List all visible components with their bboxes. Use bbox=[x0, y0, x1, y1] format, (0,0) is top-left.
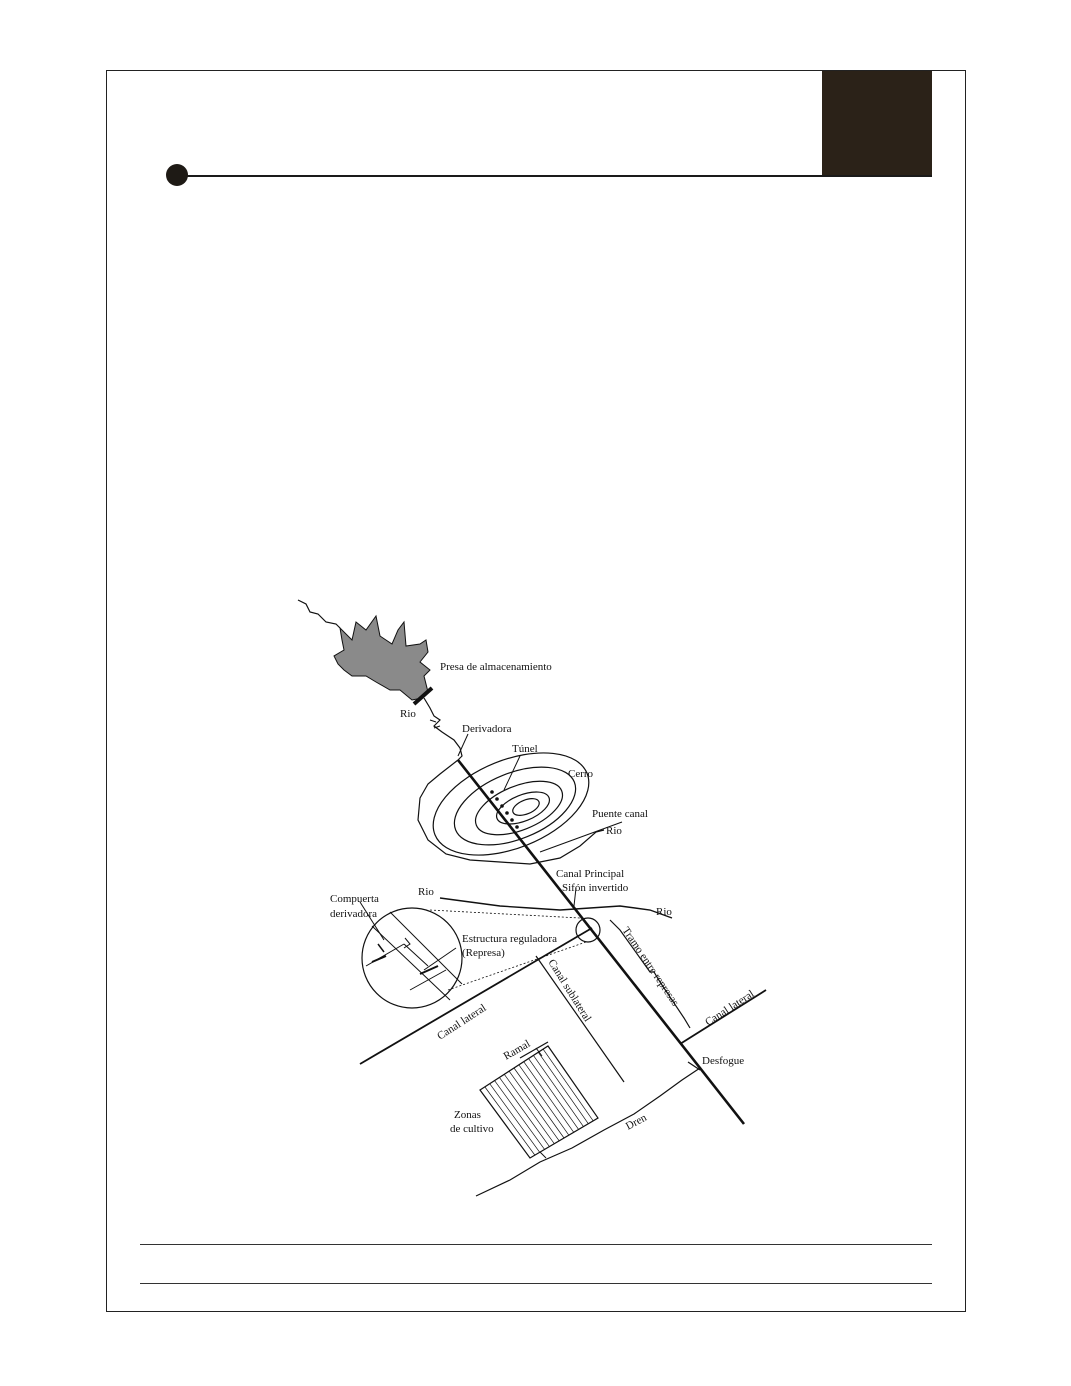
crop-row-line bbox=[533, 1055, 584, 1127]
label-compuerta-2: derivadora bbox=[330, 908, 377, 920]
label-estructura-2: (Represa) bbox=[462, 947, 505, 959]
label-derivadora: Derivadora bbox=[462, 723, 512, 735]
label-canal-lateral-left: Canal lateral bbox=[435, 1002, 488, 1043]
crop-row-line bbox=[499, 1077, 550, 1147]
label-tunel: Túnel bbox=[512, 743, 538, 755]
dam-line bbox=[412, 686, 434, 706]
label-rio-2: Rio bbox=[606, 825, 622, 837]
footer-rule-top bbox=[140, 1244, 932, 1245]
label-dren: Dren bbox=[624, 1111, 649, 1132]
pointer-arrows bbox=[359, 733, 623, 971]
crop-row-line bbox=[513, 1067, 565, 1139]
label-puente-canal: Puente canal bbox=[592, 808, 648, 820]
label-canal-lateral-right: Canal lateral bbox=[703, 988, 756, 1029]
field-to-drain bbox=[539, 1151, 547, 1159]
label-desfogue: Desfogue bbox=[702, 1055, 744, 1067]
river-around-hill bbox=[417, 759, 605, 865]
label-tramo: Tramo entre represas bbox=[620, 925, 682, 1008]
footer-rule-bottom bbox=[140, 1283, 932, 1284]
label-rio-3: Rio bbox=[418, 886, 434, 898]
detail-magnifier-circle bbox=[361, 907, 463, 1009]
label-estructura-1: Estructura reguladora bbox=[462, 933, 557, 945]
label-zonas-1: Zonas bbox=[454, 1109, 481, 1121]
sublateral-canal bbox=[535, 955, 625, 1083]
drain-line bbox=[475, 1067, 701, 1197]
label-zonas-2: de cultivo bbox=[450, 1123, 494, 1135]
label-canal-principal: Canal Principal bbox=[556, 868, 624, 880]
label-presa: Presa de almacenamiento bbox=[440, 661, 552, 673]
header-bullet-dot bbox=[166, 164, 188, 186]
hill-contours bbox=[432, 752, 590, 856]
ramal-line bbox=[519, 1041, 549, 1059]
tramo-brace bbox=[609, 919, 691, 1029]
crop-row-line bbox=[489, 1083, 540, 1153]
river-lower bbox=[439, 897, 673, 919]
crop-row-line bbox=[528, 1058, 579, 1130]
tunnel-dots bbox=[490, 790, 519, 829]
label-sifon: Sifón invertido bbox=[562, 882, 629, 894]
crop-row-line bbox=[518, 1064, 570, 1136]
detail-callout-lines bbox=[429, 909, 587, 991]
detail-content bbox=[365, 911, 463, 1001]
river-upper bbox=[423, 697, 463, 761]
crop-row-line bbox=[508, 1070, 560, 1142]
chapter-corner-block bbox=[822, 71, 932, 176]
lateral-canal-right bbox=[679, 989, 767, 1045]
crop-row-line bbox=[504, 1074, 555, 1144]
river-upper-detail bbox=[429, 719, 441, 729]
lateral-canal-left bbox=[359, 927, 593, 1065]
label-rio-1: Rio bbox=[400, 708, 416, 720]
crop-row-line bbox=[484, 1086, 536, 1156]
crop-row-line bbox=[537, 1052, 589, 1124]
reservoir-inflow bbox=[297, 599, 341, 629]
regulator-circle bbox=[575, 917, 601, 943]
main-canal bbox=[456, 759, 746, 1125]
header-rule bbox=[176, 175, 932, 177]
crop-row-line bbox=[523, 1061, 574, 1133]
page-frame bbox=[106, 70, 966, 1312]
crop-row-line bbox=[542, 1048, 594, 1122]
crop-field bbox=[479, 1045, 599, 1159]
label-canal-sublateral: Canal sublateral bbox=[545, 957, 593, 1024]
label-cerro: Cerro bbox=[568, 768, 594, 780]
label-rio-4: Rio bbox=[656, 906, 672, 918]
crop-row-line bbox=[494, 1080, 545, 1150]
reservoir-shape bbox=[333, 614, 431, 701]
label-compuerta-1: Compuerta bbox=[330, 893, 379, 905]
